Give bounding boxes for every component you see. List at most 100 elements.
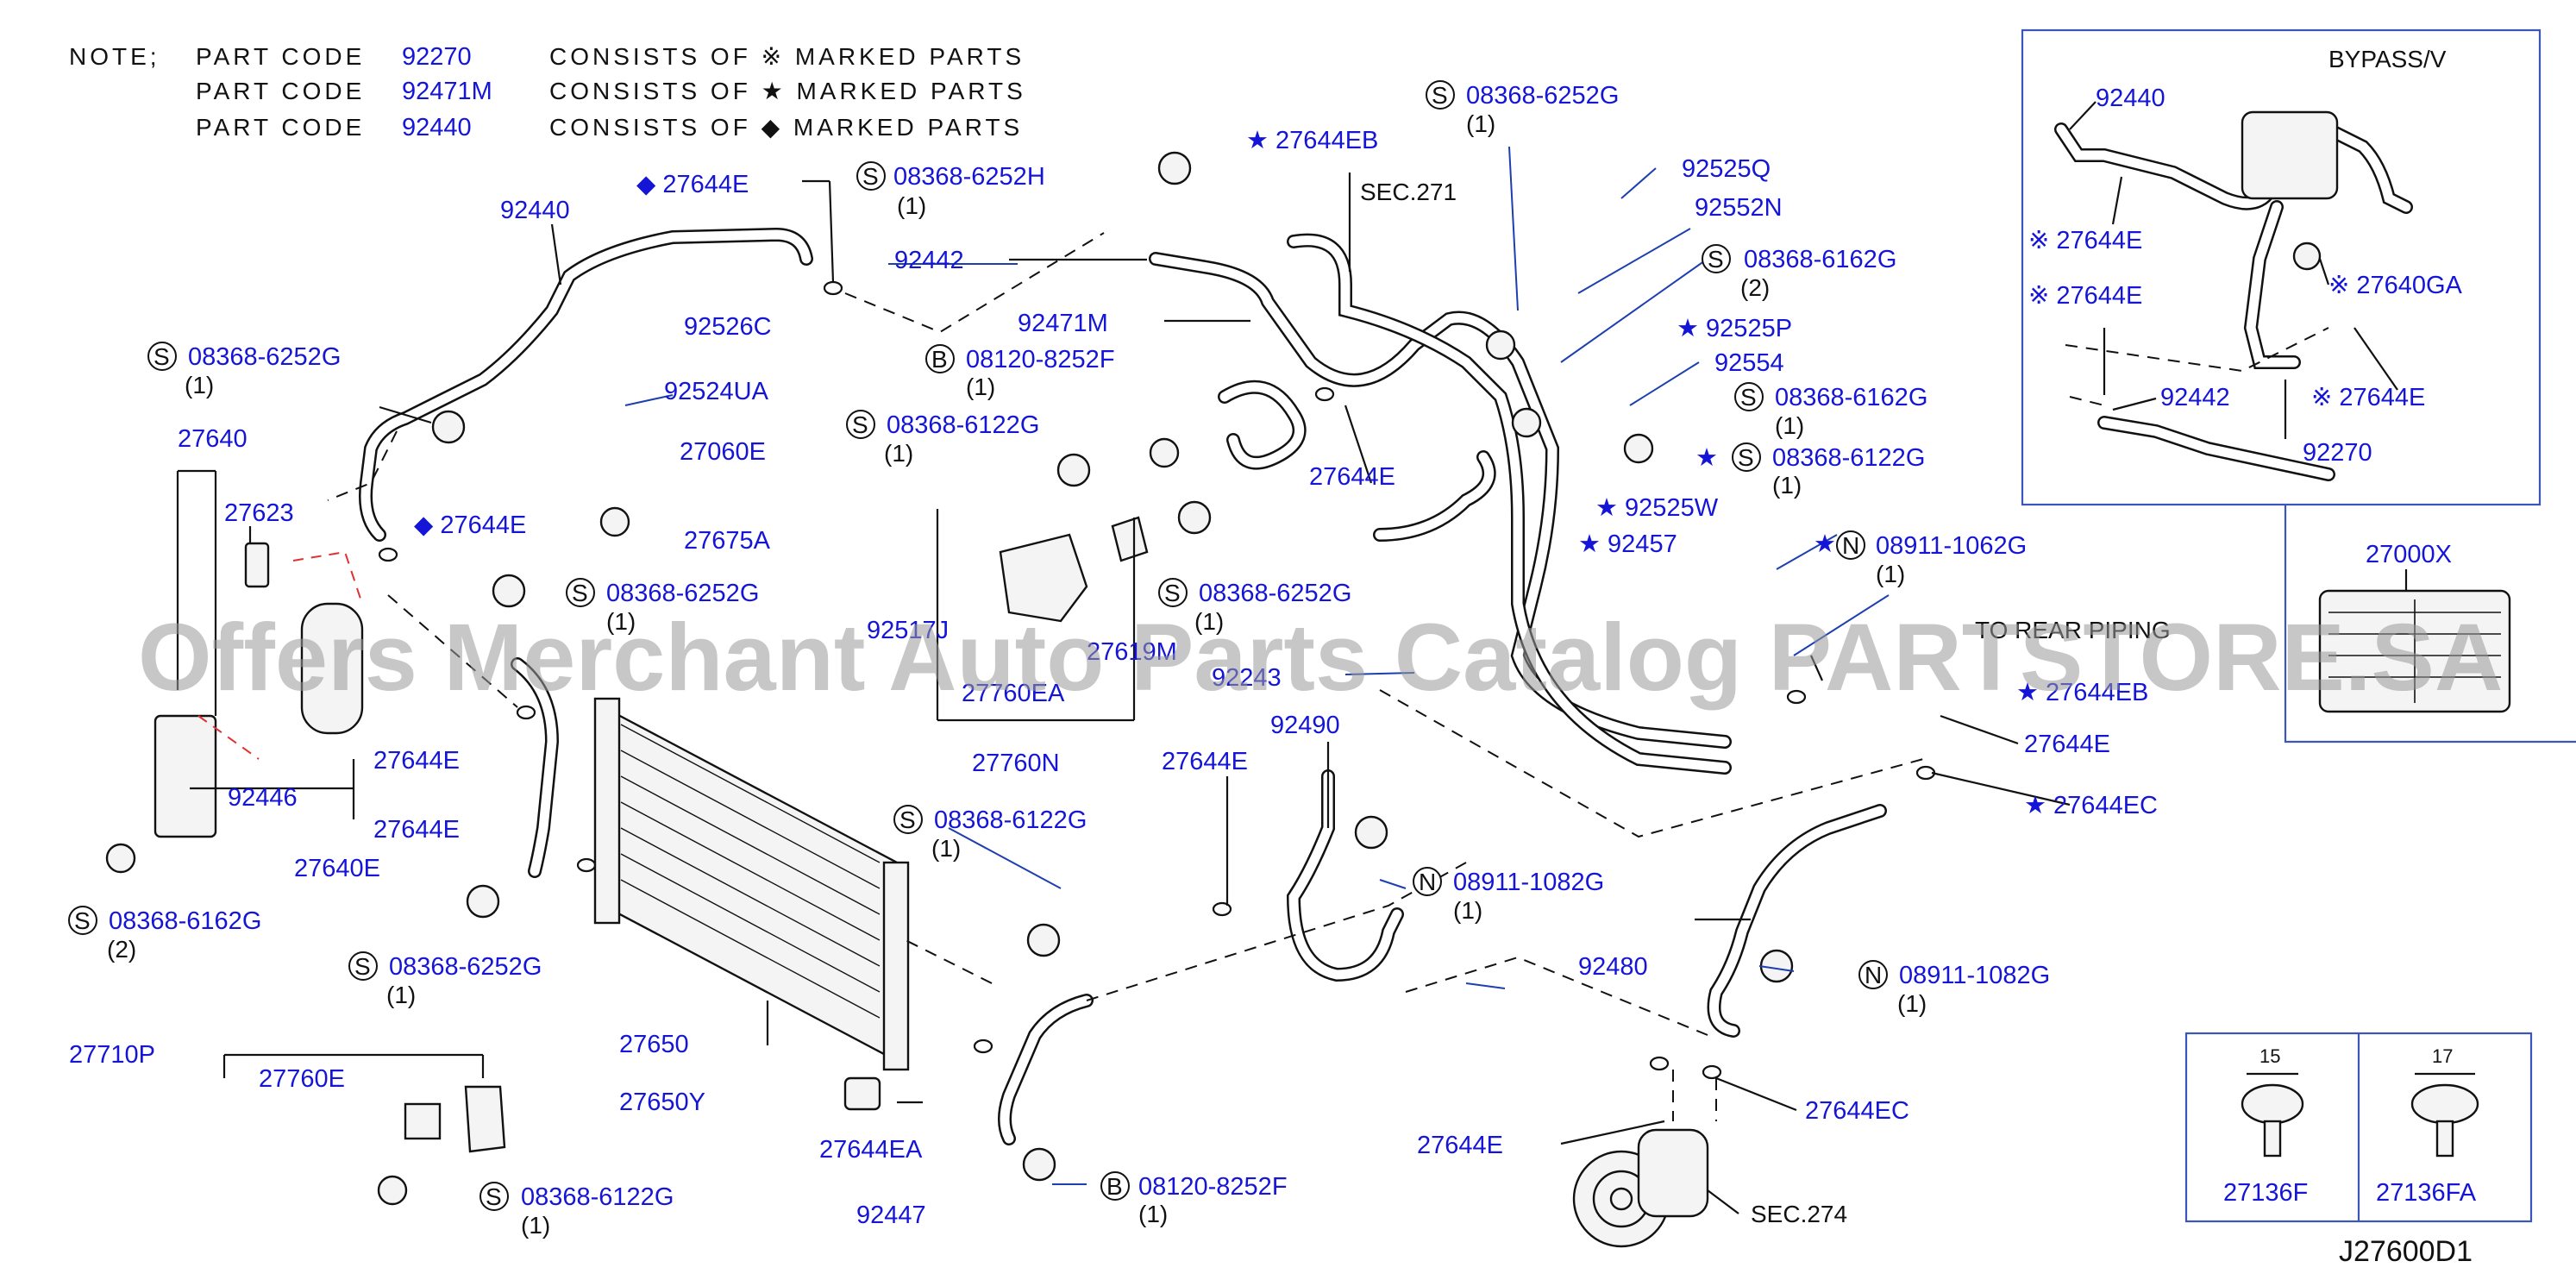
bypass-label-5[interactable]: 92442 [2160,384,2230,411]
label-c39[interactable]: ★ 27644EB [1246,127,1378,154]
label-c60[interactable]: 08911-1082G [1453,869,1604,896]
bypass-label-2[interactable]: ※ 27644E [2028,227,2142,254]
label-c42[interactable]: 08368-6252G [1466,82,1619,110]
label-c52[interactable]: ★ 92457 [1578,530,1677,558]
label-c57[interactable]: ★ 27644EB [2016,679,2148,706]
drier-bracket[interactable] [154,714,217,838]
label-c7[interactable]: 92524UA [664,378,769,405]
pressure-switch[interactable] [244,542,270,588]
label-c24[interactable]: 27644EA [819,1136,923,1164]
label-c38[interactable]: 92471M [1018,310,1108,337]
condenser[interactable] [593,697,910,1071]
label-c21[interactable]: 27760E [259,1065,345,1093]
screw-symbol-c25 [479,1182,509,1211]
label-c25[interactable]: 08368-6122G [521,1183,674,1211]
bracket-27650y[interactable] [843,1076,881,1111]
symbol-s-c13: S [572,580,588,606]
label-c44[interactable]: 92552N [1695,194,1783,222]
label-c37[interactable]: 08120-8252F [966,346,1115,373]
label-c13[interactable]: 08368-6252G [606,580,759,607]
label-c62[interactable]: 08911-1082G [1899,962,2050,989]
label-c47[interactable]: 92554 [1714,349,1784,377]
label-c59[interactable]: ★ 27644EC [2024,792,2158,819]
label-c55: TO REAR PIPING [1975,617,2171,643]
note-row-3-code[interactable]: 92440 [402,114,472,141]
label-c56[interactable]: 92243 [1212,664,1282,692]
bracket-27710p[interactable] [404,1085,506,1153]
label-c43[interactable]: 92525Q [1682,155,1771,183]
label-c50[interactable]: 08368-6122G [1772,444,1925,472]
filter-label[interactable]: 27000X [2366,541,2452,568]
label-c1[interactable]: ◆ 27644E [636,171,749,198]
label-c36[interactable]: 08368-6122G [887,411,1039,439]
label-c3[interactable]: 92440 [500,197,570,224]
label-c17[interactable]: 27640E [294,855,380,882]
label-c6[interactable]: 08368-6252G [188,343,341,371]
label-c16[interactable]: 27644E [373,816,460,844]
bolt-set [105,151,1794,1206]
nut-symbol-c60 [1413,867,1442,896]
label-c5[interactable]: 92526C [684,313,772,341]
label-c23[interactable]: 27650Y [619,1089,705,1116]
clip-27136fa[interactable] [2410,1083,2479,1125]
qty-c36: (1) [884,440,913,467]
label-c46[interactable]: ★ 92525P [1677,315,1792,342]
screw-symbol-c13 [566,578,595,607]
label-c8[interactable]: 27640 [178,425,248,453]
compressor[interactable] [1572,1128,1709,1248]
label-c45[interactable]: 08368-6162G [1744,246,1896,273]
symbol-s-c25: S [486,1183,502,1210]
label-c54[interactable]: 08911-1062G [1876,532,2027,560]
bypass-label-6[interactable]: ※ 27644E [2311,384,2425,411]
qty-c37: (1) [966,373,995,400]
clip-27136f[interactable] [2241,1083,2304,1125]
label-c11[interactable]: ◆ 27644E [414,511,526,539]
label-c51[interactable]: ★ 92525W [1595,494,1719,522]
label-c28[interactable]: 08368-6122G [934,806,1087,834]
bypass-label-1[interactable]: 92440 [2096,85,2165,112]
qty-c6: (1) [185,372,214,398]
bypass-label-7[interactable]: 92270 [2303,439,2372,467]
note-row-2-label: PART CODE [196,78,365,104]
clip-left-label[interactable]: 27136F [2223,1179,2308,1207]
clip-right-label[interactable]: 27136FA [2376,1179,2477,1207]
bracket-27760n[interactable] [999,516,1149,623]
label-c34[interactable]: 27619M [1087,638,1177,666]
note-row-3-text: CONSISTS OF ◆ MARKED PARTS [549,114,1023,141]
nut-symbol-c54 [1836,530,1865,560]
label-c41[interactable]: 27644E [1309,463,1395,491]
label-c35[interactable]: 08368-6252G [1199,580,1351,607]
bypass-valve[interactable] [2241,110,2339,200]
label-c31[interactable]: 27760N [972,750,1060,777]
note-row-1-code[interactable]: 92270 [402,43,472,71]
bypass-label-4[interactable]: ※ 27644E [2028,282,2142,310]
note-row-2-code[interactable]: 92471M [402,78,492,105]
label-c10[interactable]: 27623 [224,499,294,527]
label-c22[interactable]: 27650 [619,1031,689,1058]
label-c27[interactable]: 08120-8252F [1138,1173,1288,1201]
label-c48[interactable]: 08368-6162G [1775,384,1927,411]
label-c29[interactable]: 27644E [1162,748,1248,775]
label-c64[interactable]: 27644E [1417,1132,1503,1159]
label-c18[interactable]: 08368-6162G [109,907,261,935]
label-c20[interactable]: 27710P [69,1041,155,1069]
label-c4[interactable]: 92442 [894,247,964,274]
label-c2[interactable]: 08368-6252H [893,163,1045,191]
label-c12[interactable]: 27675A [684,527,771,555]
bypass-o-ring [2292,242,2322,271]
qty-c28: (1) [931,835,961,862]
label-c58[interactable]: 27644E [2024,731,2110,758]
bypass-label-3[interactable]: ※ 27640GA [2328,272,2463,299]
label-c33[interactable]: 92517J [867,617,949,644]
symbol-s-c6: S [154,343,170,370]
label-c26[interactable]: 92447 [856,1202,926,1229]
receiver-drier[interactable] [300,602,364,735]
label-c61[interactable]: 92480 [1578,953,1648,981]
label-c30[interactable]: 92490 [1270,712,1340,739]
label-c32[interactable]: 27760EA [962,680,1065,707]
label-c9[interactable]: 27060E [680,438,766,466]
label-c19[interactable]: 08368-6252G [389,953,542,981]
label-c14[interactable]: 27644E [373,747,460,775]
label-c15[interactable]: 92446 [228,784,298,812]
label-c63[interactable]: 27644EC [1805,1097,1909,1125]
